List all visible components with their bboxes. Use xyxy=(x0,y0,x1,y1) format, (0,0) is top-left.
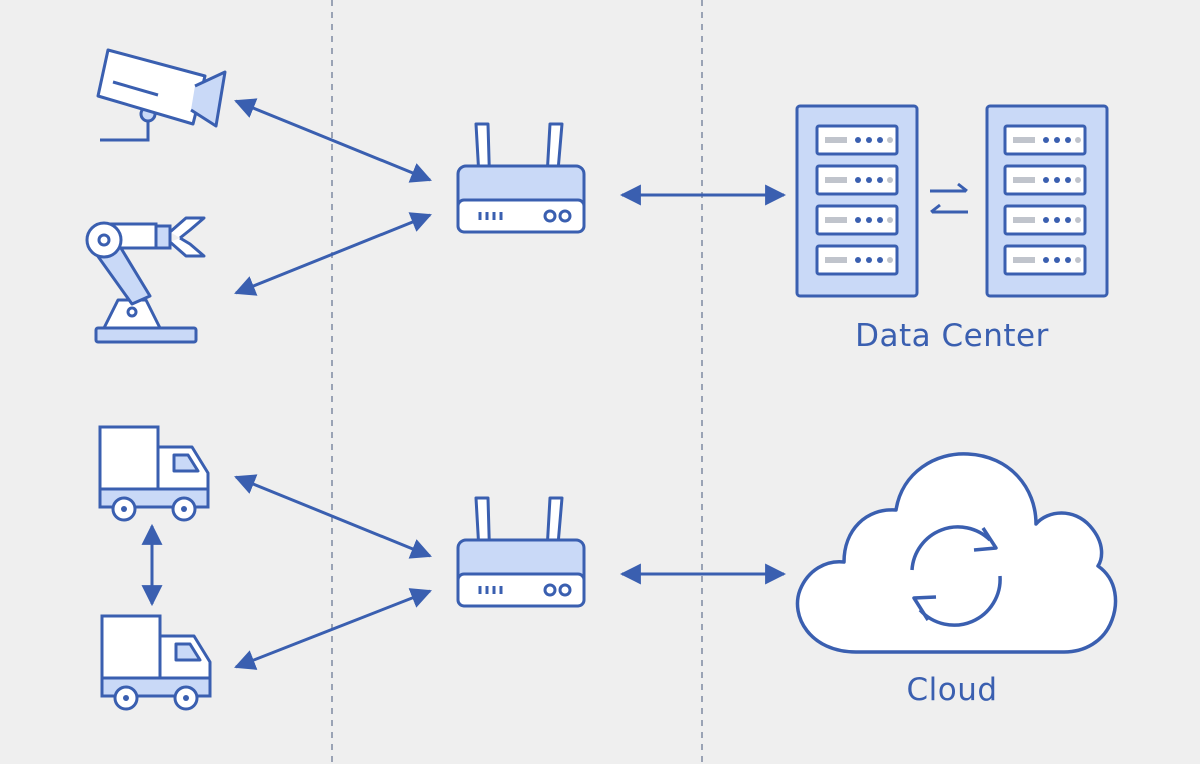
arrow-robot-router xyxy=(234,212,432,296)
arrow-truck2-router xyxy=(234,588,432,670)
arrow-camera-router xyxy=(234,98,432,183)
server-rack-icon xyxy=(795,104,919,298)
truck-icon xyxy=(100,614,212,711)
truck-icon xyxy=(98,425,210,522)
server-rack-icon xyxy=(985,104,1109,298)
arrow-truck1-router xyxy=(234,474,432,559)
data-center-label: Data Center xyxy=(855,318,1049,354)
cloud-label: Cloud xyxy=(906,672,998,708)
connection-arrows xyxy=(141,98,787,670)
security-camera-icon xyxy=(96,48,227,142)
router-icon xyxy=(456,496,586,608)
server-sync-arrows-icon xyxy=(930,182,968,214)
router-icon xyxy=(456,122,586,234)
robot-arm-icon xyxy=(85,216,206,344)
cloud-sync-icon xyxy=(795,452,1118,654)
